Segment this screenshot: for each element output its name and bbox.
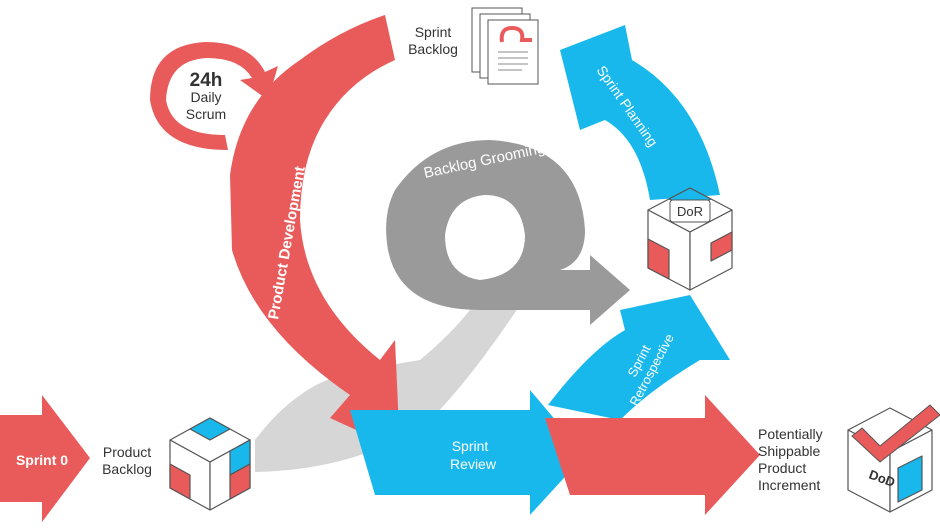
sprint-backlog-line2: Backlog — [408, 41, 458, 57]
sprint0-label: Sprint 0 — [16, 452, 68, 468]
daily-scrum-line1: Daily — [190, 89, 222, 105]
sprint-review-label-2: Review — [450, 456, 497, 472]
sprint-review-arrow — [350, 390, 585, 515]
product-backlog-line1: Product — [102, 444, 152, 460]
increment-label: Potentially Shippable Product Increment — [758, 426, 848, 494]
dor-tag — [669, 199, 711, 223]
sprint-backlog-line1: Sprint — [414, 24, 452, 40]
daily-scrum-arrow — [150, 42, 278, 150]
increment-arrow — [545, 395, 760, 515]
product-backlog-label: Product Backlog — [92, 444, 162, 478]
sprint-review-label-1: Sprint — [452, 438, 489, 454]
dod-cube — [847, 407, 933, 513]
dor-label: DoR — [677, 204, 703, 219]
backlog-grooming-arrow — [386, 140, 630, 325]
daily-scrum-label: 24h Daily Scrum — [176, 70, 236, 123]
product-development-arrow — [230, 15, 400, 450]
sprint-backlog-label: Sprint Backlog — [398, 24, 468, 58]
sprint-retrospective-arrow — [548, 295, 730, 420]
increment-line1: Potentially — [758, 426, 823, 442]
dor-cube — [647, 187, 733, 291]
checkmark-icon — [851, 404, 940, 463]
product-backlog-cube — [169, 417, 251, 511]
sprint-backlog-document-icon — [471, 7, 539, 85]
increment-line4: Increment — [758, 477, 821, 493]
daily-scrum-line2: Scrum — [185, 106, 227, 122]
daily-scrum-hours: 24h — [189, 70, 223, 91]
sprint0-arrow — [0, 395, 90, 522]
sprint-planning-arrow — [560, 25, 720, 200]
increment-line3: Product — [758, 460, 807, 476]
increment-line2: Shippable — [758, 443, 821, 459]
product-backlog-line2: Backlog — [102, 461, 152, 477]
